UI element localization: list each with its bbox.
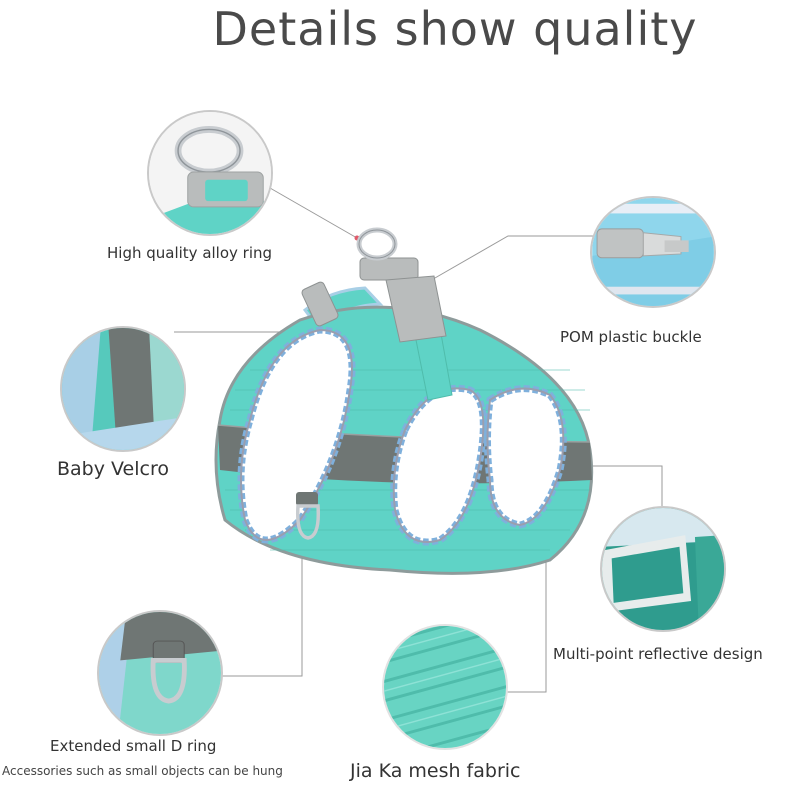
d-ring-detail-image <box>97 610 223 736</box>
mesh-detail-image <box>382 624 508 750</box>
alloy-ring-detail-image <box>147 110 273 236</box>
velcro-detail-image <box>60 326 186 452</box>
page-title: Details show quality <box>212 2 698 56</box>
reflective-detail-image <box>600 506 726 632</box>
label-velcro: Baby Velcro <box>57 458 169 480</box>
label-buckle: POM plastic buckle <box>560 328 702 346</box>
line-alloy-ring <box>269 187 358 239</box>
line-buckle <box>427 235 595 283</box>
buckle-detail-image <box>590 196 716 308</box>
label-reflective: Multi-point reflective design <box>553 645 763 663</box>
label-d-ring: Extended small D ring <box>50 737 217 755</box>
label-mesh: Jia Ka mesh fabric <box>350 760 521 782</box>
line-reflective <box>585 465 663 506</box>
label-d-ring-note: Accessories such as small objects can be… <box>2 764 283 778</box>
harness-main-image <box>214 227 594 575</box>
label-alloy-ring: High quality alloy ring <box>107 244 273 262</box>
